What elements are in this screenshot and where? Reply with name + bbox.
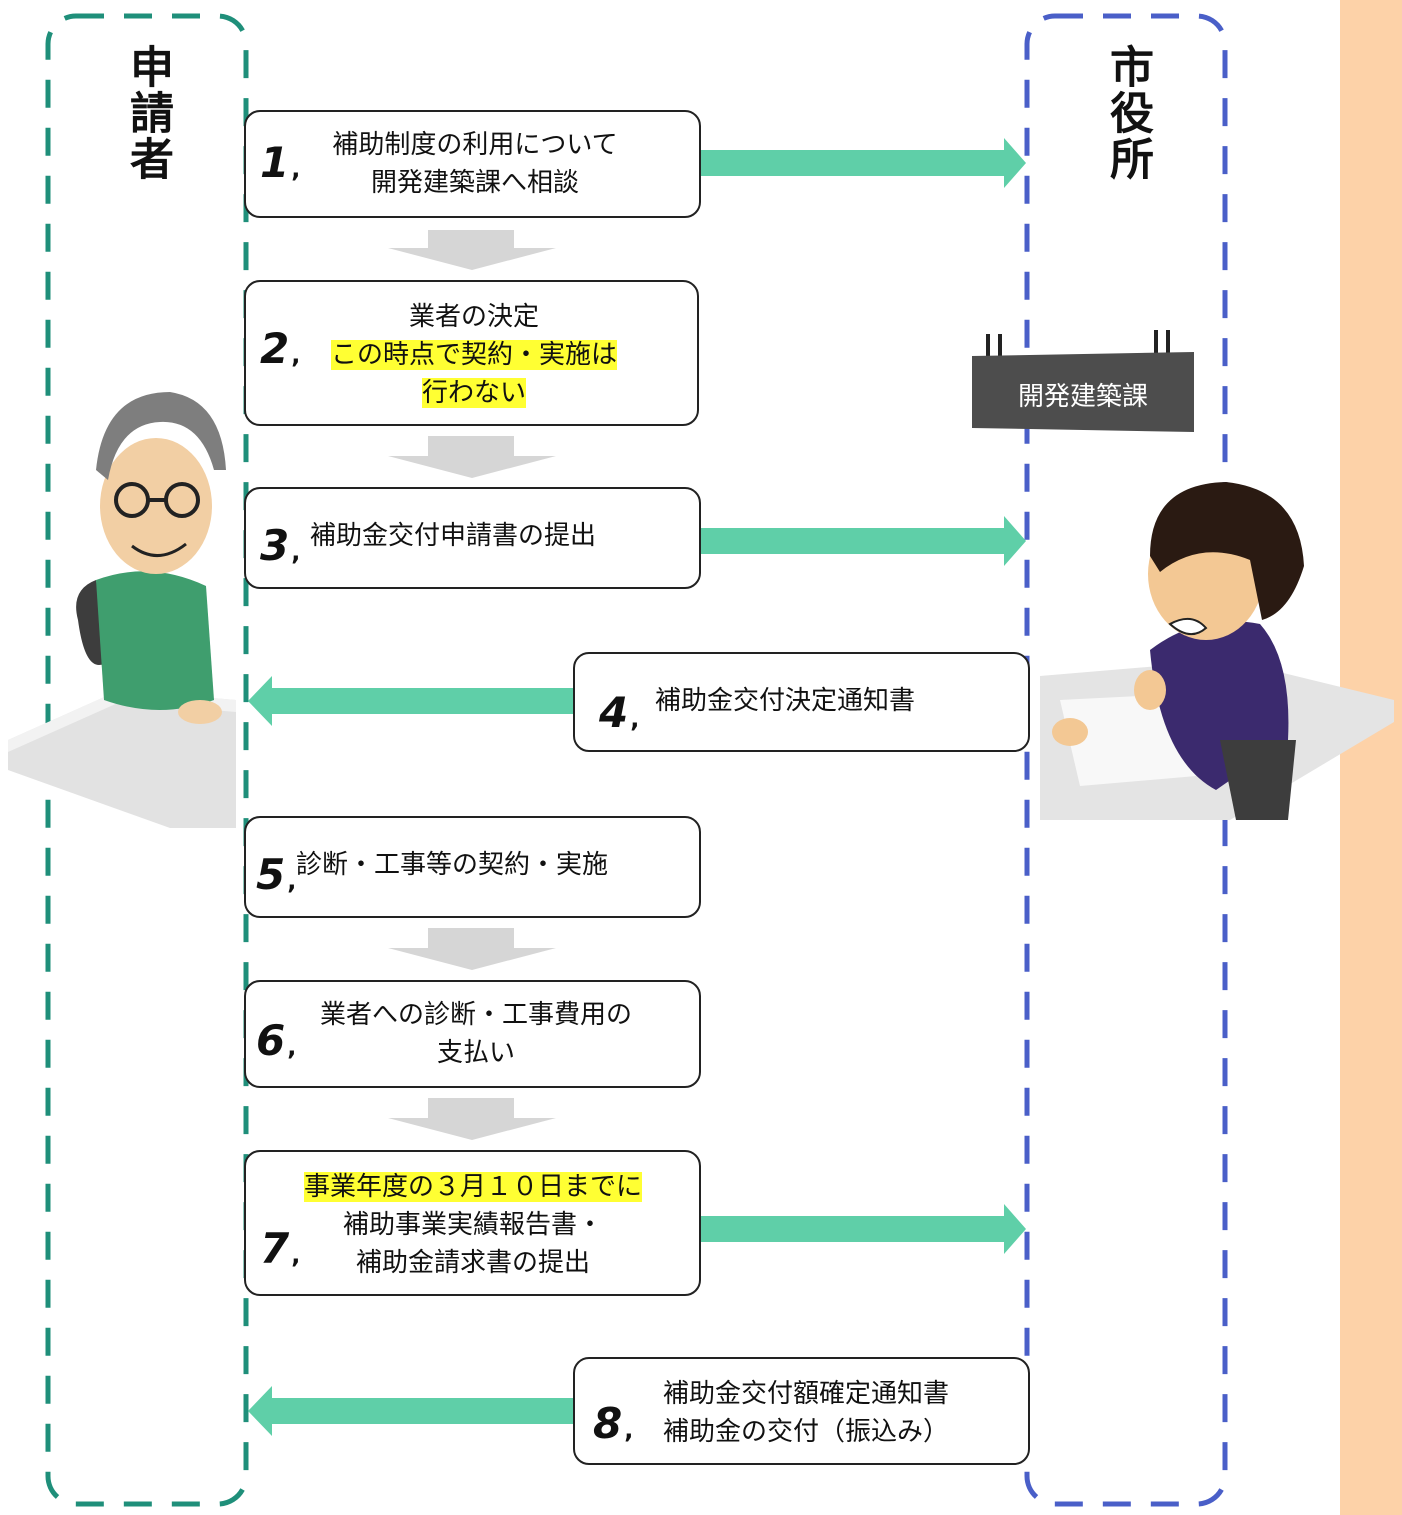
step-2-line-2-highlight: この時点で契約・実施は <box>330 340 617 370</box>
step-3-number: 3, <box>260 521 301 570</box>
step-7-text: 事業年度の３月１０日までに 補助事業実績報告書・ 補助金請求書の提出 <box>268 1168 678 1282</box>
step-7-line-2: 補助事業実績報告書・ <box>342 1210 603 1240</box>
step-1-text: 補助制度の利用について 開発建築課へ相談 <box>310 126 640 202</box>
applicant-lane-label: 申請者 <box>122 44 173 191</box>
step-3-line-1: 補助金交付申請書の提出 <box>310 521 597 551</box>
arrow-right-step1 <box>700 138 1026 188</box>
city-hall-lane-border <box>1024 13 1228 1507</box>
step-6-text: 業者への診断・工事費用の 支払い <box>296 996 656 1072</box>
step-7-line-3: 補助金請求書の提出 <box>355 1248 590 1278</box>
step-2-text: 業者の決定 この時点で契約・実施は 行わない <box>304 298 644 412</box>
step-3-box: 3, 補助金交付申請書の提出 <box>244 487 701 589</box>
step-5-line-1: 診断・工事等の契約・実施 <box>296 850 609 880</box>
step-5-number: 5, <box>256 850 297 899</box>
step-4-line-1: 補助金交付決定通知書 <box>655 686 916 716</box>
city-hall-lane-label: 市役所 <box>1102 44 1153 191</box>
step-2-box: 2, 業者の決定 この時点で契約・実施は 行わない <box>244 280 699 426</box>
arrow-left-step4 <box>248 676 574 726</box>
step-8-line-2: 補助金の交付（振込み） <box>662 1417 949 1447</box>
department-sign-label: 開発建築課 <box>1017 382 1148 412</box>
step-8-text: 補助金交付額確定通知書 補助金の交付（振込み） <box>641 1375 971 1451</box>
city-hall-lane-text: 市役所 <box>1102 44 1153 182</box>
step-7-line-1-highlight: 事業年度の３月１０日までに <box>303 1172 642 1202</box>
step-8-line-1: 補助金交付額確定通知書 <box>662 1379 949 1409</box>
department-sign <box>972 330 1194 432</box>
step-5-box: 5, 診断・工事等の契約・実施 <box>244 816 701 918</box>
arrow-left-step8 <box>248 1386 574 1436</box>
step-2-line-3-highlight: 行わない <box>421 378 526 408</box>
staff-illustration-icon <box>1040 482 1394 820</box>
side-panel <box>1340 0 1402 1515</box>
step-1-line-2: 開発建築課へ相談 <box>370 168 579 198</box>
step-1-box: 1, 補助制度の利用について 開発建築課へ相談 <box>244 110 701 218</box>
step-3-text: 補助金交付申請書の提出 <box>310 517 650 555</box>
step-2-line-1: 業者の決定 <box>408 302 539 332</box>
step-7-number: 7, <box>260 1224 301 1273</box>
step-6-number: 6, <box>256 1016 297 1065</box>
down-arrow-6-7 <box>388 1098 556 1140</box>
step-7-box: 7, 事業年度の３月１０日までに 補助事業実績報告書・ 補助金請求書の提出 <box>244 1150 701 1296</box>
step-6-line-2: 支払い <box>436 1038 515 1068</box>
arrow-right-step3 <box>700 516 1026 566</box>
step-8-number: 8, <box>593 1399 634 1448</box>
step-2-number: 2, <box>260 324 301 373</box>
applicant-lane-text: 申請者 <box>122 44 173 182</box>
step-1-line-1: 補助制度の利用について <box>332 130 618 160</box>
applicant-illustration-icon <box>8 392 236 828</box>
step-8-box: 8, 補助金交付額確定通知書 補助金の交付（振込み） <box>573 1357 1030 1465</box>
step-6-box: 6, 業者への診断・工事費用の 支払い <box>244 980 701 1088</box>
step-5-text: 診断・工事等の契約・実施 <box>296 846 656 884</box>
step-4-number: 4, <box>599 688 640 737</box>
step-4-box: 4, 補助金交付決定通知書 <box>573 652 1030 752</box>
step-6-line-1: 業者への診断・工事費用の <box>319 1000 632 1030</box>
step-1-number: 1, <box>260 138 301 187</box>
down-arrow-5-6 <box>388 928 556 970</box>
arrow-right-step7 <box>700 1204 1026 1254</box>
step-4-text: 補助金交付決定通知書 <box>655 682 995 720</box>
down-arrow-2-3 <box>388 436 556 478</box>
down-arrow-1-2 <box>388 230 556 270</box>
